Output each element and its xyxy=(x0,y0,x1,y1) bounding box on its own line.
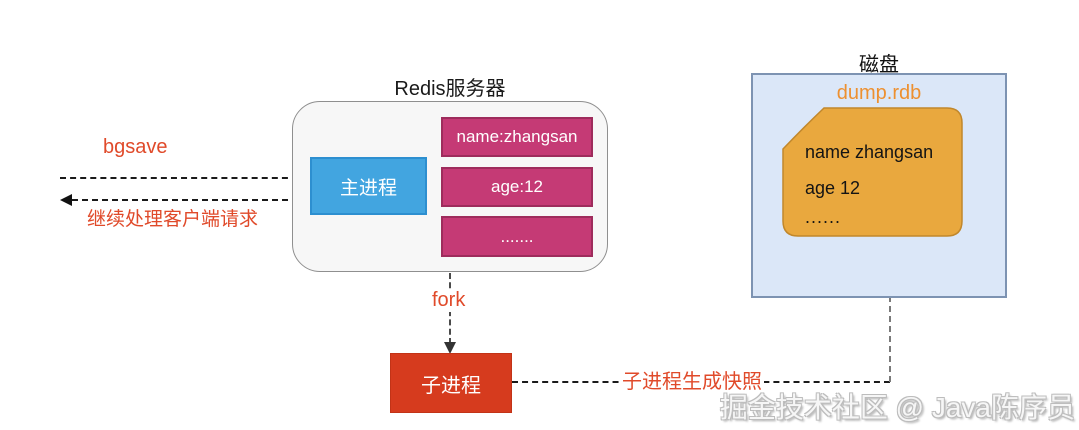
bgsave-label: bgsave xyxy=(103,136,168,158)
disk-title: 磁盘 xyxy=(859,54,899,76)
fork-arrowhead-icon xyxy=(444,342,456,354)
rdb-line-ellipsis: ...... xyxy=(805,207,842,227)
return-arrowhead-icon xyxy=(60,194,72,206)
redis-server-title: Redis服务器 xyxy=(394,78,506,100)
record-ellipsis: ....... xyxy=(441,216,593,257)
fork-label: fork xyxy=(429,289,469,312)
bgsave-arrow-line xyxy=(60,177,298,179)
main-process-box: 主进程 xyxy=(310,157,427,215)
watermark-text: 掘金技术社区 @ Java陈序员 xyxy=(719,392,1075,423)
return-arrow-line xyxy=(72,199,308,201)
snapshot-label: 子进程生成快照 xyxy=(620,365,764,394)
rdb-file-shape xyxy=(782,107,963,237)
record-age: age:12 xyxy=(441,167,593,207)
continue-handling-label: 继续处理客户端请求 xyxy=(87,209,259,230)
rdb-line-age: age 12 xyxy=(805,178,861,198)
rdb-line-name: name zhangsan xyxy=(805,142,934,162)
child-process-box: 子进程 xyxy=(390,353,512,413)
rdb-file-name: dump.rdb xyxy=(836,82,922,104)
to-disk-arrow-line xyxy=(889,246,891,382)
record-name: name:zhangsan xyxy=(441,117,593,157)
